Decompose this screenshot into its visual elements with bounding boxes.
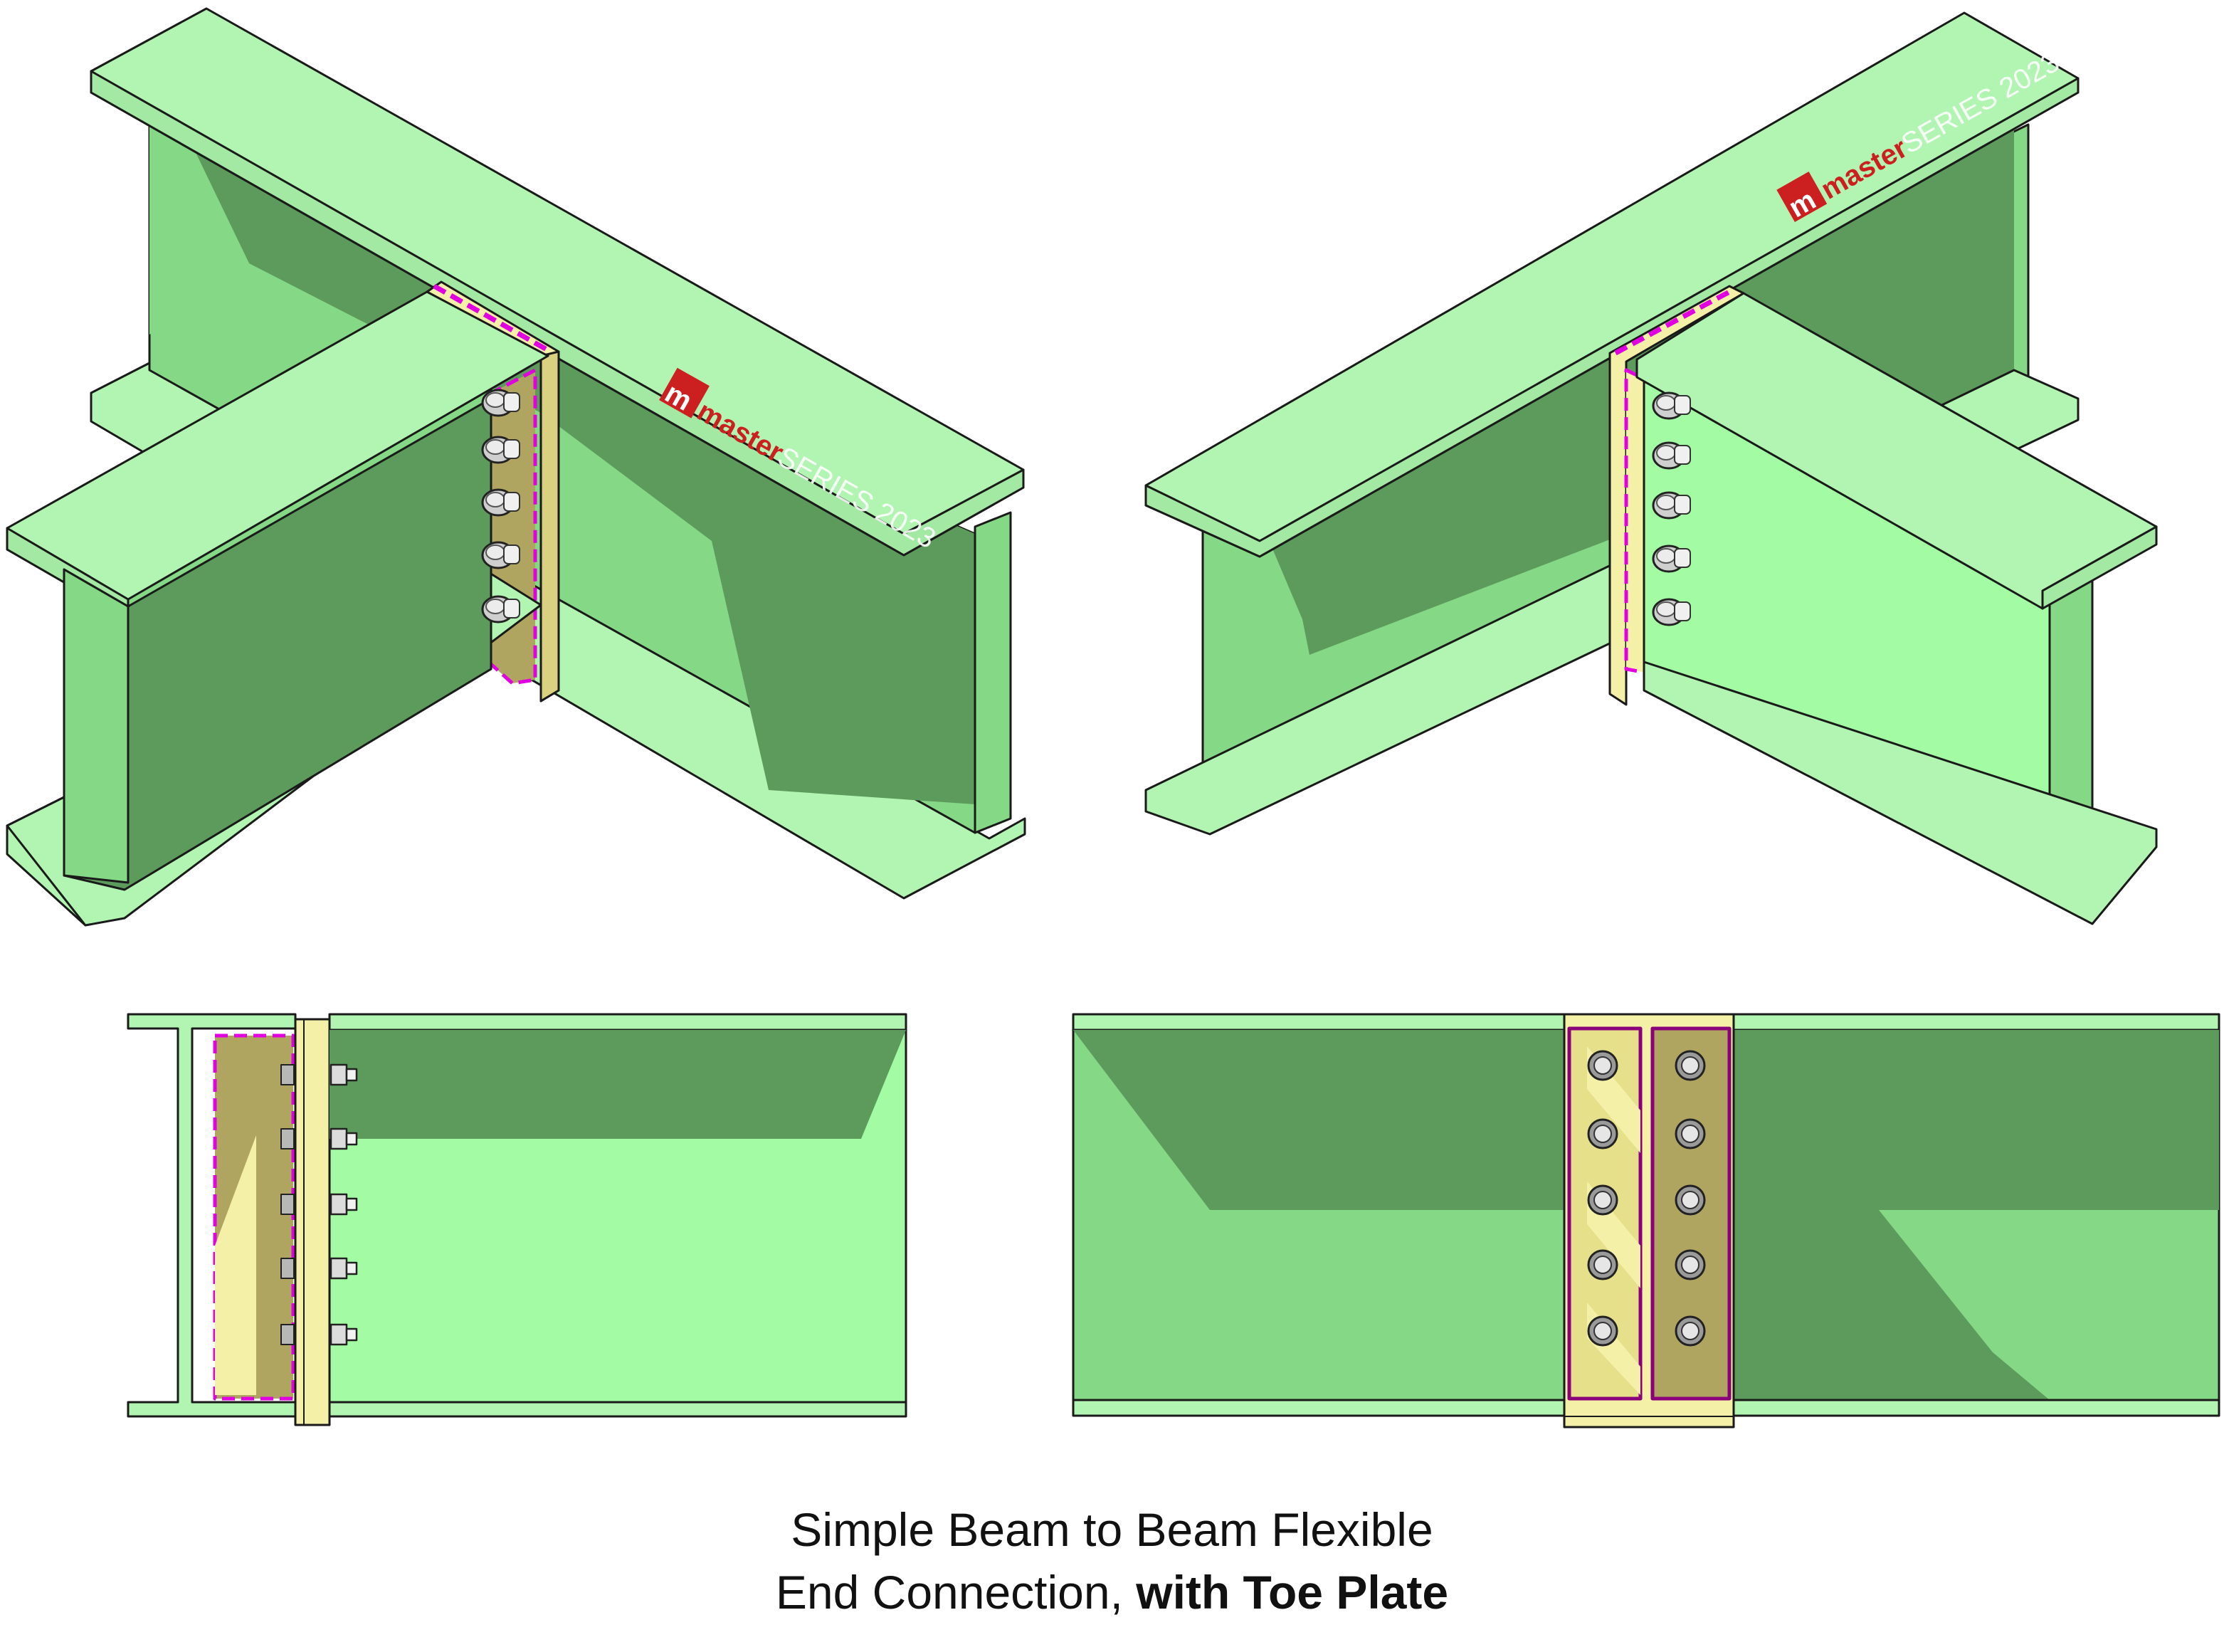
- caption-line-2-regular: End Connection,: [775, 1566, 1137, 1619]
- secondary-beam-shadow-elev: [330, 1030, 906, 1139]
- main-beam-top-flange-edge: [90, 70, 1025, 557]
- isometric-view-left: m master SERIES 2023: [6, 7, 1026, 927]
- secondary-beam-top-flange-right-edge: [2041, 525, 2158, 610]
- secondary-beam-web-lit: [63, 568, 130, 884]
- fin-plate-light: [215, 1135, 256, 1395]
- elevation-view: [1072, 1013, 2220, 1429]
- drawing-caption: Simple Beam to Beam Flexible End Connect…: [0, 1498, 2224, 1624]
- caption-line-2-bold: with Toe Plate: [1136, 1566, 1449, 1619]
- main-beam-web-end: [974, 511, 1012, 834]
- section-view: [127, 1013, 907, 1426]
- main-beam-web-front-shadow-left: [1073, 1030, 1566, 1210]
- main-beam-web-light: [149, 121, 249, 335]
- secondary-beam-top-flange-elev: [328, 1013, 907, 1031]
- caption-line-1: Simple Beam to Beam Flexible: [791, 1503, 1433, 1556]
- secondary-beam-bottom-flange-elev: [328, 1401, 907, 1418]
- main-beam-top-flange-right-edge: [1144, 77, 2080, 558]
- isometric-view-right: m master SERIES 2023: [1144, 11, 2158, 925]
- main-beam-web-front-shadow-right: [1722, 1030, 2219, 1400]
- caption-line-2: End Connection, with Toe Plate: [0, 1561, 2224, 1624]
- weld-top: [433, 283, 549, 353]
- end-plate-side: [539, 350, 560, 703]
- end-plate-section: [294, 1018, 331, 1426]
- main-beam-web-shadow: [191, 142, 975, 804]
- weld-top-right: [1614, 289, 1731, 356]
- secondary-beam-bottom-flange-right: [1643, 661, 2158, 925]
- end-plate-right: [1608, 285, 1745, 706]
